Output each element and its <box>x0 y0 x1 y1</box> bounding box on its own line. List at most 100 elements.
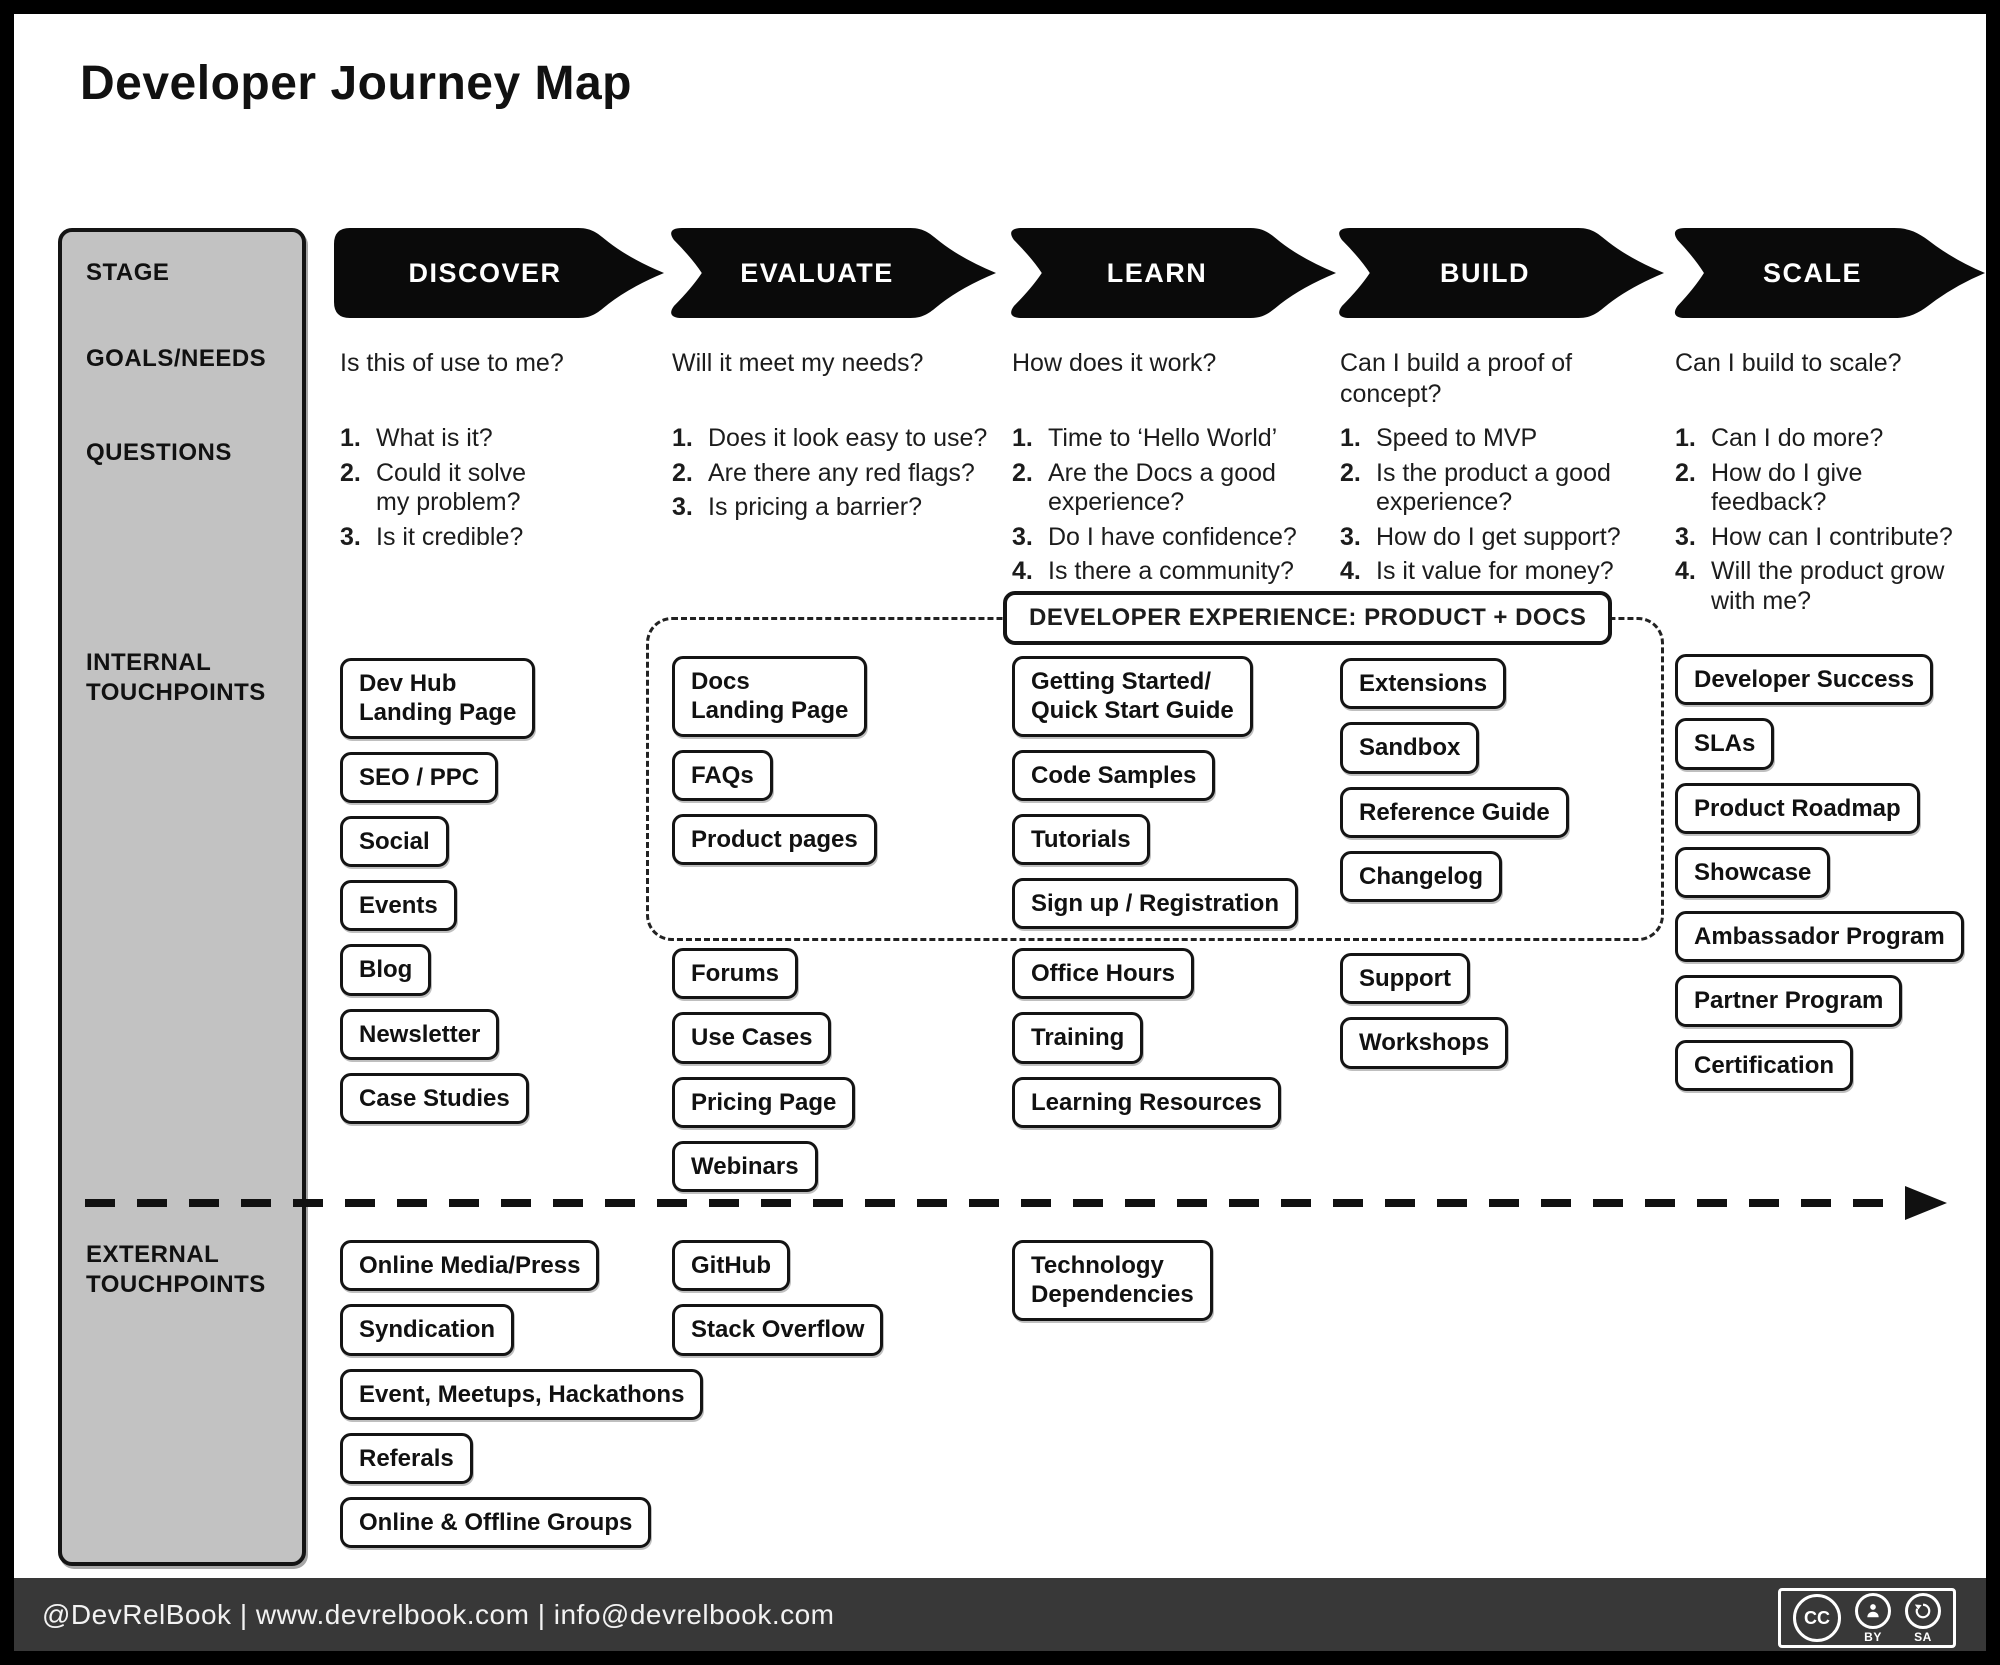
question-item: 1.Does it look easy to use? <box>672 424 1002 454</box>
questions-discover: 1.What is it? 2.Could it solve my proble… <box>340 424 600 557</box>
touchpoint-box: Sign up / Registration <box>1012 878 1299 930</box>
question-item: 2.Is the product a good experience? <box>1340 459 1645 518</box>
cc-license-badge: CC BY SA <box>1778 1588 1956 1648</box>
question-text: Is it credible? <box>376 522 524 551</box>
question-item: 2. Are the Docs a good experience? <box>1012 459 1312 518</box>
stage-arrow-build: BUILD <box>1334 228 1666 318</box>
question-item: 3.How do I get support? <box>1340 523 1645 553</box>
stage-arrow-scale: SCALE <box>1670 228 1985 318</box>
touchpoint-box: Newsletter <box>340 1008 500 1060</box>
touchpoint-box: SEO / PPC <box>340 751 499 803</box>
internal-touchpoints-build-dx: Extensions Sandbox Reference Guide Chang… <box>1340 658 1569 903</box>
stage-arrow-shape <box>1674 228 1985 318</box>
question-item: 4.Will the product grow with me? <box>1675 557 1975 616</box>
external-touchpoints-learn: Technology Dependencies <box>1012 1240 1213 1321</box>
internal-touchpoints-learn-dx: Getting Started/ Quick Start Guide Code … <box>1012 656 1299 930</box>
touchpoint-box: Use Cases <box>672 1012 832 1064</box>
question-number: 3. <box>340 522 361 551</box>
touchpoint-box: Event, Meetups, Hackathons <box>340 1368 704 1420</box>
touchpoint-box: Dev Hub Landing Page <box>340 658 536 739</box>
cc-sa-item: SA <box>1905 1592 1941 1644</box>
stage-arrow-shape <box>671 228 997 318</box>
touchpoint-box: Webinars <box>672 1140 818 1193</box>
touchpoint-box: Code Samples <box>1012 749 1216 801</box>
row-label-sidebar <box>58 228 306 1566</box>
touchpoint-box: Online & Offline Groups <box>340 1497 652 1549</box>
question-item: 1.Speed to MVP <box>1340 424 1645 454</box>
row-label-external-touchpoints: EXTERNAL TOUCHPOINTS <box>86 1241 266 1298</box>
touchpoint-box: Events <box>340 880 457 932</box>
question-item: 1.Time to ‘Hello World’ <box>1012 424 1312 454</box>
touchpoint-box: Office Hours <box>1012 948 1195 1000</box>
question-number: 2. <box>1012 458 1033 487</box>
touchpoint-box: Extensions <box>1340 658 1507 710</box>
goal-discover: Is this of use to me? <box>340 349 564 377</box>
touchpoint-box: Forums <box>672 948 799 1000</box>
stage-label: LEARN <box>1106 257 1208 288</box>
question-text: Are the Docs a good experience? <box>1048 458 1276 517</box>
internal-touchpoints-discover: Dev Hub Landing Page SEO / PPC Social Ev… <box>340 658 536 1125</box>
question-text: Can I do more? <box>1711 424 1884 452</box>
question-item: 4.Is it value for money? <box>1340 557 1645 587</box>
questions-scale: 1.Can I do more? 2.How do I give feedbac… <box>1675 424 1975 621</box>
cc-by-item: BY <box>1855 1592 1891 1644</box>
cc-sa-arrow-icon <box>1905 1592 1941 1629</box>
stage-label: BUILD <box>1440 257 1530 288</box>
question-text: Time to ‘Hello World’ <box>1048 424 1278 452</box>
question-number: 4. <box>1340 557 1361 585</box>
goal-build: Can I build a proof of concept? <box>1340 349 1573 409</box>
touchpoint-box: Developer Success <box>1675 654 1934 706</box>
internal-touchpoints-build: Support Workshops <box>1340 953 1509 1069</box>
touchpoint-box: Tutorials <box>1012 813 1150 866</box>
footer-contact-text: @DevRelBook | www.devrelbook.com | info@… <box>42 1598 835 1630</box>
internal-touchpoints-evaluate-dx: Docs Landing Page FAQs Product pages <box>672 656 877 866</box>
external-touchpoints-evaluate: GitHub Stack Overflow <box>672 1240 884 1356</box>
question-number: 2. <box>672 458 693 487</box>
questions-build: 1.Speed to MVP 2.Is the product a good e… <box>1340 424 1645 592</box>
touchpoint-box: Pricing Page <box>672 1076 856 1128</box>
developer-experience-banner: DEVELOPER EXPERIENCE: PRODUCT + DOCS <box>1003 591 1613 645</box>
row-label-stage: STAGE <box>86 259 170 286</box>
question-text: Does it look easy to use? <box>708 424 988 452</box>
stage-label: SCALE <box>1762 257 1862 288</box>
touchpoint-box: Showcase <box>1675 846 1831 899</box>
question-number: 2. <box>340 458 361 487</box>
stage-arrow-shape <box>1011 228 1337 318</box>
touchpoint-box: Training <box>1012 1012 1144 1064</box>
question-text: What is it? <box>376 424 493 452</box>
question-number: 4. <box>1012 557 1033 585</box>
question-number: 1. <box>340 424 361 452</box>
footer-bar: @DevRelBook | www.devrelbook.com | info@… <box>14 1578 1986 1651</box>
question-text: Is there a community? <box>1048 557 1294 585</box>
question-text: Is the product a good experience? <box>1376 458 1611 517</box>
touchpoint-box: Case Studies <box>340 1072 529 1125</box>
cc-by-label: BY <box>1864 1629 1882 1644</box>
touchpoint-box: Stack Overflow <box>672 1304 884 1356</box>
questions-learn: 1.Time to ‘Hello World’ 2. Are the Docs a… <box>1012 424 1312 592</box>
questions-evaluate: 1.Does it look easy to use? 2.Are there … <box>672 424 1002 528</box>
stage-arrow-evaluate: EVALUATE <box>666 228 998 318</box>
question-number: 3. <box>672 493 693 521</box>
question-text: How do I give feedback? <box>1711 458 1863 517</box>
internal-touchpoints-learn: Office Hours Training Learning Resources <box>1012 948 1281 1128</box>
touchpoint-box: Partner Program <box>1675 975 1903 1027</box>
touchpoint-box: GitHub <box>672 1240 790 1292</box>
page-title: Developer Journey Map <box>80 57 632 110</box>
question-text: Will the product grow with me? <box>1711 557 1945 615</box>
touchpoint-box: Getting Started/ Quick Start Guide <box>1012 656 1253 737</box>
arrowhead-icon <box>1905 1186 1947 1220</box>
internal-touchpoints-scale: Developer Success SLAs Product Roadmap S… <box>1675 654 1964 1091</box>
question-text: Speed to MVP <box>1376 424 1538 452</box>
journey-dashed-arrow <box>85 1186 1947 1220</box>
question-item: 2. How do I give feedback? <box>1675 459 1975 518</box>
touchpoint-box: Sandbox <box>1340 722 1480 774</box>
question-number: 3. <box>1340 522 1361 551</box>
touchpoint-box: Support <box>1340 953 1470 1005</box>
question-number: 2. <box>1675 458 1696 487</box>
row-label-internal-touchpoints: INTERNAL TOUCHPOINTS <box>86 649 266 706</box>
goal-evaluate: Will it meet my needs? <box>672 349 924 377</box>
touchpoint-box: Blog <box>340 944 432 996</box>
question-item: 3. Is it credible? <box>340 523 600 553</box>
question-number: 3. <box>1675 522 1696 551</box>
